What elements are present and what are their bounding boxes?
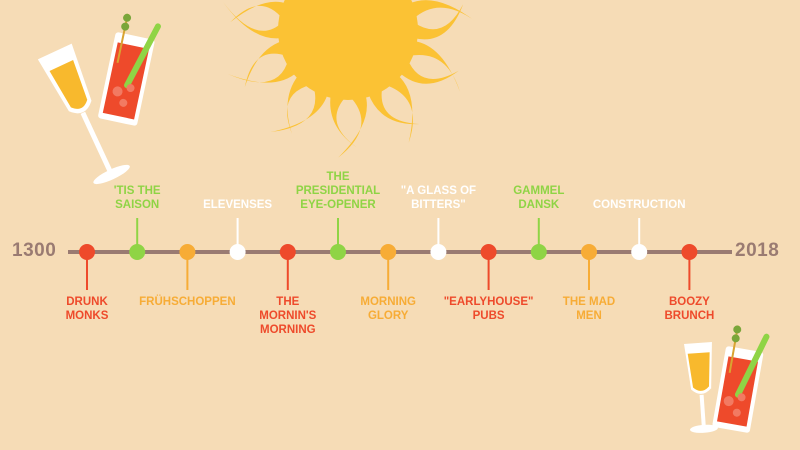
event-marker: [480, 244, 497, 260]
event-label: "A Glass of Bitters": [400, 185, 477, 211]
event-label: 'Tis the Saison: [113, 185, 161, 211]
start-year-label: 1300: [12, 240, 57, 261]
sun-icon: [223, 0, 476, 158]
bloody-mary-glass-icon: [98, 13, 161, 126]
event-marker: [380, 244, 397, 260]
event-marker: [581, 244, 597, 260]
event-label: Frühschoppen: [139, 296, 236, 308]
end-year-label: 2018: [735, 240, 780, 261]
event-label: Construction: [592, 199, 686, 211]
event-label: The Presidential Eye-Opener: [295, 171, 381, 211]
event-label: "Earlyhouse" Pubs: [443, 296, 534, 322]
bloody-mary-glass-icon: [712, 325, 770, 433]
event-marker: [229, 244, 246, 260]
event-marker: [179, 244, 196, 260]
event-marker: [129, 244, 146, 260]
event-label: Elevenses: [203, 199, 273, 211]
event-label: The Mornin's Morning: [259, 296, 317, 336]
event-marker: [430, 244, 447, 260]
event-marker: [530, 244, 547, 260]
event-marker: [330, 244, 346, 260]
champagne-glass-icon: [37, 43, 130, 185]
event-label: Drunk Monks: [65, 296, 109, 322]
event-marker: [631, 244, 648, 260]
champagne-glass-icon: [684, 342, 718, 433]
event-label: Gammel Dansk: [513, 185, 565, 211]
event-marker: [79, 244, 95, 260]
event-label: Morning Glory: [360, 296, 416, 322]
event-marker: [681, 244, 698, 260]
event-label: The Mad Men: [562, 296, 616, 322]
timeline-markers: [79, 218, 698, 290]
event-marker: [279, 244, 296, 260]
event-label: Boozy Brunch: [664, 296, 715, 322]
